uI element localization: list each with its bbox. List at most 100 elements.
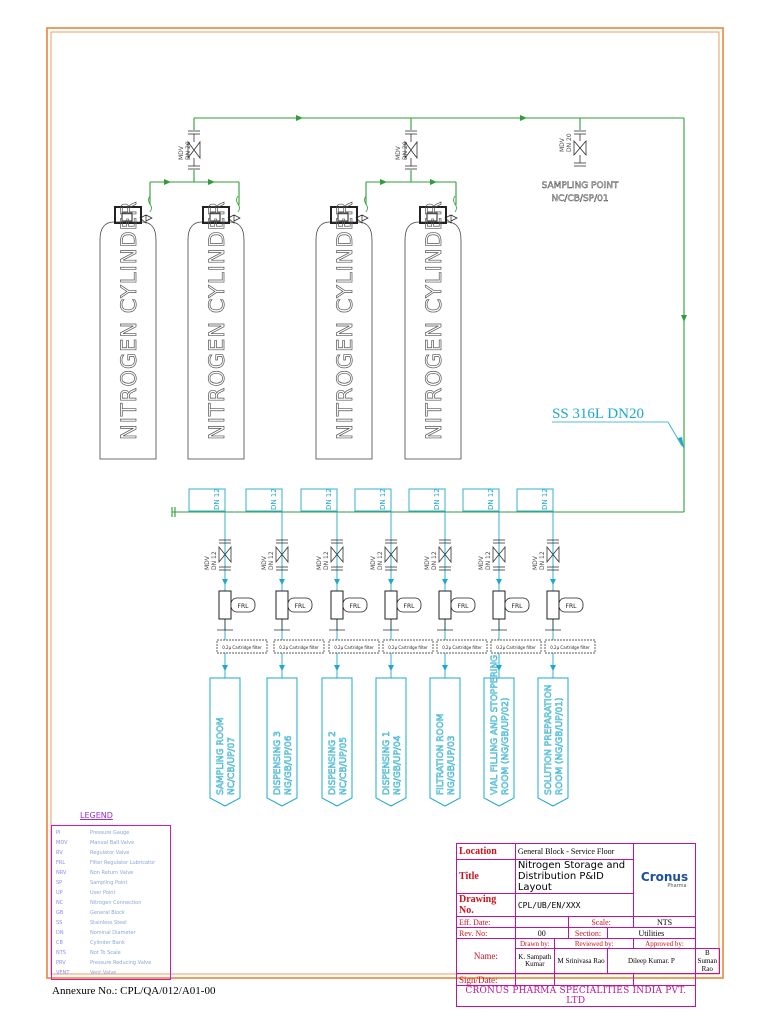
legend-desc: Manual Ball Valve (90, 840, 135, 846)
room-name: VIAL FILLING AND STOPPERING (490, 655, 500, 795)
legend-code: VENT (56, 970, 70, 976)
room-name: FILTRATION ROOM (436, 714, 446, 795)
legend-row: CB Cylinder Bank (52, 940, 170, 950)
legend-code: NTS (56, 950, 66, 956)
cylinder-label: NITROGEN CYLINDER (117, 200, 141, 440)
reviewer-1-value: M Srinivasa Rao (553, 948, 609, 974)
legend-code: CB (56, 940, 63, 946)
reviewed-by-label: Reviewed by: (553, 938, 635, 949)
approved-by-value: B Suman Rao (694, 948, 721, 974)
frl-label: FRL (458, 603, 470, 610)
branch-valve-tag: MDV (424, 555, 431, 570)
scale-value: NTS (633, 916, 696, 928)
nitrogen-cylinder: NITROGEN CYLINDER (404, 195, 462, 460)
frl-label: FRL (404, 603, 416, 610)
logo-text: Cronus (640, 870, 689, 884)
eff-date-value (514, 916, 569, 928)
branch-valve-size: DN 12 (211, 551, 218, 570)
pipe-spec-arrow (678, 437, 684, 449)
legend-desc: Pressure Reducing Valve (90, 960, 152, 966)
branch-valve-tag: MDV (261, 555, 268, 570)
legend-desc: Filter Regulator Lubricator (90, 860, 156, 866)
frl-label: FRL (566, 603, 578, 610)
legend-desc: Sampling Point (90, 880, 128, 886)
legend-desc: Not To Scale (90, 950, 121, 956)
branch-valve-size: DN 12 (268, 551, 275, 570)
legend-desc: Stainless Steel (90, 920, 127, 926)
logo: Cronus Pharma (633, 843, 696, 917)
room-code: NC/CB/UP/07 (227, 737, 237, 795)
legend-desc: General Block (90, 910, 125, 916)
legend-code: DN (56, 930, 64, 936)
legend-desc: Non Return Valve (90, 870, 134, 876)
sheet-border-outer (46, 27, 724, 979)
frl-label: FRL (512, 603, 524, 610)
sampling-point-label: SAMPLING POINT (542, 181, 619, 191)
nitrogen-cylinder: NITROGEN CYLINDER (315, 195, 373, 460)
room-code: NG/GB/UP/06 (284, 735, 294, 795)
legend-row: NC Nitrogen Connection (52, 900, 170, 910)
branch-dn-label: DN 12 (379, 488, 387, 510)
sampling-valve-tag: MDV (559, 137, 566, 152)
legend-code: SS (56, 920, 63, 926)
branch-valve-size: DN 12 (485, 551, 492, 570)
legend-code: NRV (56, 870, 67, 876)
logo-subtext: Pharma (667, 883, 687, 889)
frl-label: FRL (295, 603, 307, 610)
valve-top-left (187, 130, 201, 170)
legend-row: UP User Point (52, 890, 170, 900)
branch-valve-tag: MDV (532, 555, 539, 570)
branch-dn-label: DN 12 (487, 488, 495, 510)
cylinder-label: NITROGEN CYLINDER (422, 200, 446, 440)
cartridge-filter-label: 0.2µ Cartridge filter (388, 645, 428, 650)
legend-title: LEGEND (80, 811, 113, 820)
legend-desc: Nitrogen Connection (90, 900, 142, 906)
room-code: NC/CB/UP/05 (339, 737, 349, 795)
room-code: ROOM (NG/GB/UP/02) (501, 698, 511, 796)
legend-code: NC (56, 900, 64, 906)
room-name: DISPENSING 2 (328, 731, 338, 795)
branch-valve-size: DN 12 (323, 551, 330, 570)
approved-by-label: Approved by: (633, 938, 696, 949)
cartridge-filter-label: 0.2µ Cartridge filter (334, 645, 374, 650)
sign-date-label: Sign/Date: (456, 973, 516, 986)
room-name: DISPENSING 1 (382, 731, 392, 795)
legend-desc: User Point (90, 890, 116, 896)
drawn-by-label: Drawn by: (514, 938, 555, 949)
drawing-no-label: Drawing No. (456, 893, 516, 917)
branch-dn-label: DN 12 (541, 488, 549, 510)
branch-valve-tag: MDV (370, 555, 377, 570)
location-label: Location (456, 843, 516, 860)
cartridge-filter-label: 0.2µ Cartridge filter (442, 645, 482, 650)
frl-label: FRL (238, 603, 250, 610)
legend-code: UP (56, 890, 63, 896)
title-value: Nitrogen Storage and Distribution P&ID L… (514, 859, 635, 894)
branch-valve-size: DN 12 (377, 551, 384, 570)
legend-desc: Cylinder Bank (90, 940, 125, 946)
room-code: ROOM (NG/GB/UP/01) (555, 698, 565, 796)
legend-code: FRL (56, 860, 66, 866)
location-value: General Block - Service Floor (514, 843, 635, 860)
valve-top-left-label: MDV (178, 145, 185, 160)
cartridge-filter-label: 0.2µ Cartridge filter (279, 645, 319, 650)
valve-top-left-size: DN 20 (185, 141, 192, 160)
branch-valve-tag: MDV (204, 555, 211, 570)
sign-cell-3 (633, 973, 696, 986)
cylinder-label: NITROGEN CYLINDER (333, 200, 357, 440)
cylinder-bank: NITROGEN CYLINDER NITROGEN CYLINDER NITROG… (99, 195, 462, 460)
sign-cell-1 (514, 973, 555, 986)
legend-row: FRL Filter Regulator Lubricator (52, 860, 170, 870)
legend-desc: Nominal Diameter (90, 930, 136, 936)
